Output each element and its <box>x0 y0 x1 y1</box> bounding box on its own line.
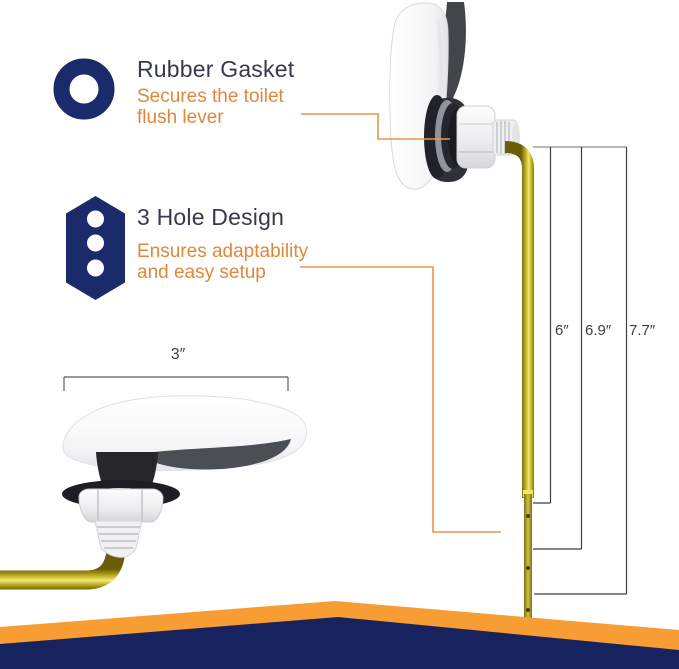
brass-rod-right <box>504 141 534 620</box>
rod-length-short-label: 6″ <box>555 322 569 339</box>
rod-length-brackets <box>533 146 628 595</box>
rod-hole-2 <box>526 566 530 570</box>
rod-length-long-label: 7.7″ <box>629 322 656 339</box>
callout-line-three-hole <box>300 266 501 533</box>
three-hole-icon <box>66 196 125 300</box>
mounted-lever-render <box>389 2 520 190</box>
callout-line-rubber-gasket <box>301 113 450 140</box>
rubber-gasket-ring-icon <box>53 58 115 120</box>
rod-length-medium-label: 6.9″ <box>585 322 612 339</box>
navy-stripe <box>0 617 679 669</box>
handle-render <box>0 395 308 590</box>
rod-hole-3 <box>526 608 530 612</box>
three-hole-subtitle-line1: Ensures adaptability <box>137 241 309 262</box>
rubber-gasket-title: Rubber Gasket <box>137 56 295 82</box>
three-hole-subtitle-line2: and easy setup <box>137 262 266 283</box>
rod-hole-1 <box>526 514 530 518</box>
handle-length-bracket <box>63 376 289 391</box>
handle-length-label: 3″ <box>170 346 186 363</box>
rubber-gasket-subtitle-line1: Secures the toilet <box>137 86 284 107</box>
rubber-gasket-subtitle-line2: flush lever <box>137 107 224 128</box>
three-hole-title: 3 Hole Design <box>137 204 285 230</box>
